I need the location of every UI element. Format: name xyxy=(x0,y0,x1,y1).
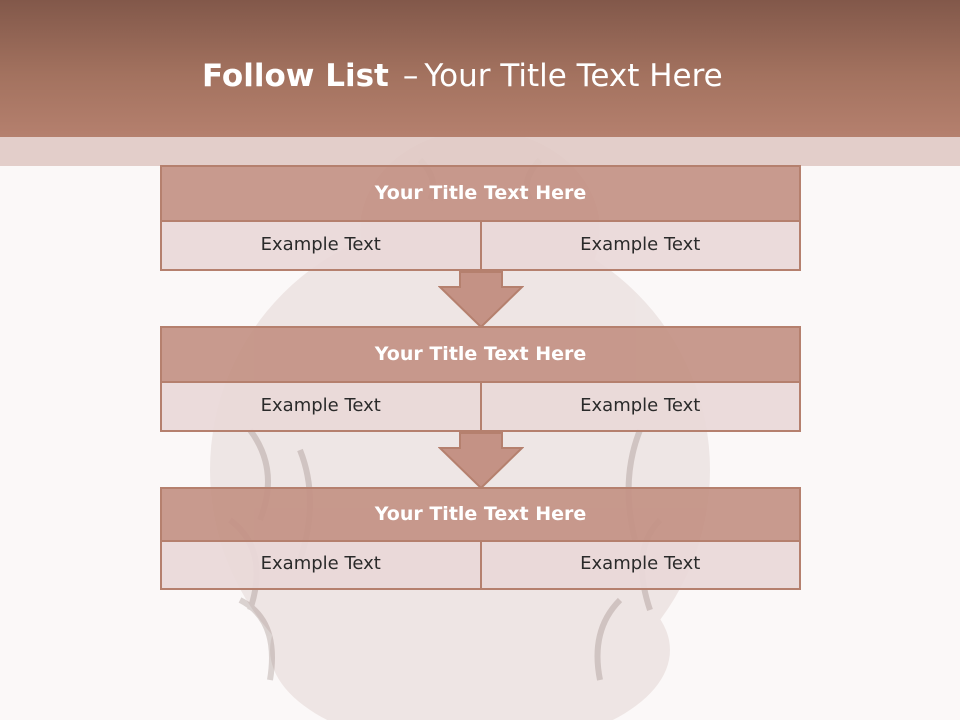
step-cell-right: Example Text xyxy=(481,383,801,432)
step-title: Your Title Text Here xyxy=(160,165,801,222)
down-arrow-icon xyxy=(438,432,524,490)
step-cell-right: Example Text xyxy=(481,222,801,271)
follow-step-1: Your Title Text Here Example Text Exampl… xyxy=(160,165,801,271)
step-title: Your Title Text Here xyxy=(160,326,801,383)
title-rest: Your Title Text Here xyxy=(424,58,723,94)
step-cell-left: Example Text xyxy=(160,542,482,590)
follow-step-3: Your Title Text Here Example Text Exampl… xyxy=(160,487,801,590)
follow-step-2: Your Title Text Here Example Text Exampl… xyxy=(160,326,801,432)
header-band xyxy=(0,0,960,137)
step-cell-right: Example Text xyxy=(481,542,801,590)
step-row: Example Text Example Text xyxy=(160,542,801,590)
step-row: Example Text Example Text xyxy=(160,222,801,271)
title-bold: Follow List xyxy=(202,58,389,94)
down-arrow-icon xyxy=(438,271,524,329)
step-title: Your Title Text Here xyxy=(160,487,801,542)
header-stripe xyxy=(0,137,960,166)
title-dash: – xyxy=(402,58,419,94)
slide-title: Follow List–Your Title Text Here xyxy=(202,56,723,100)
step-cell-left: Example Text xyxy=(160,222,482,271)
step-row: Example Text Example Text xyxy=(160,383,801,432)
step-cell-left: Example Text xyxy=(160,383,482,432)
